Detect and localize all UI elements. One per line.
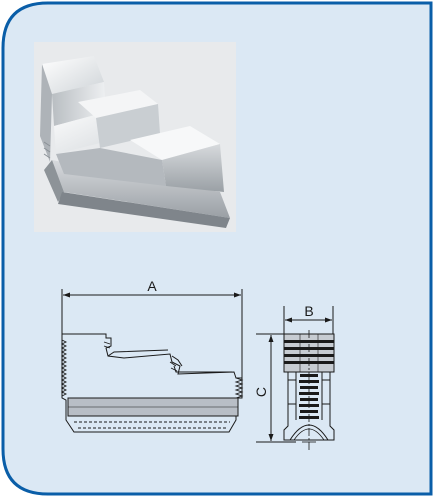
dimension-a-label: A bbox=[147, 278, 157, 294]
front-view: B C bbox=[253, 303, 335, 452]
dimension-b-label: B bbox=[304, 303, 313, 319]
product-photo bbox=[34, 42, 236, 232]
dimension-a: A bbox=[61, 278, 243, 378]
dimension-b: B bbox=[283, 303, 334, 334]
side-view: A bbox=[60, 278, 244, 433]
dimension-c-label: C bbox=[253, 387, 269, 397]
dimension-c: C bbox=[253, 333, 296, 443]
